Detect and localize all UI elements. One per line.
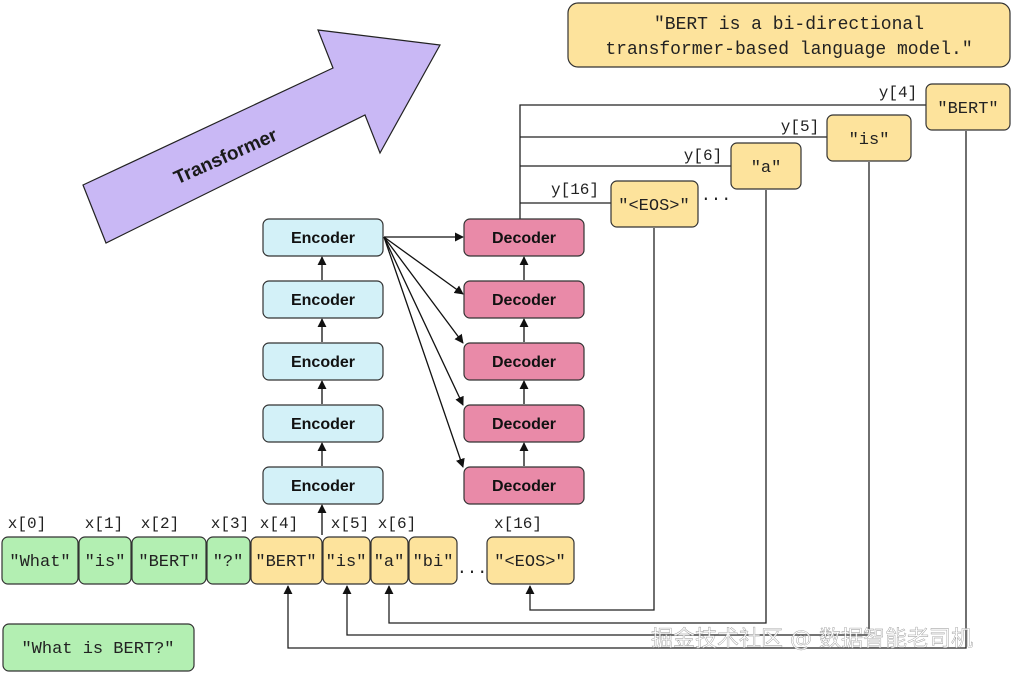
decoder-box-2: Decoder [463, 404, 585, 443]
decoder-label: Decoder [492, 230, 556, 247]
decoder-box-1: Decoder [463, 466, 585, 505]
encoder-stack: Encoder Encoder Encoder Encoder Encoder [262, 218, 384, 505]
input-index-label: x[6] [378, 515, 416, 533]
output-index-label: y[16] [551, 181, 599, 199]
input-token: "What" [9, 553, 70, 572]
output-token: "<EOS>" [618, 197, 689, 216]
input-token: "is" [85, 553, 126, 572]
feedback-lines [283, 104, 967, 649]
watermark: 掘金技术社区 @ 数据智能老司机 [651, 627, 973, 652]
encoder-box-4: Encoder [262, 280, 384, 319]
decoder-box-5: Decoder [463, 218, 585, 257]
decoder-label: Decoder [492, 416, 556, 433]
input-index-label: x[0] [8, 515, 46, 533]
answer-box: "BERT is a bi-directional transformer-ba… [567, 2, 1011, 68]
answer-line-2: transformer-based language model." [605, 40, 972, 60]
input-token: "?" [213, 553, 244, 572]
encoder-label: Encoder [291, 416, 355, 433]
encoder-box-5: Encoder [262, 218, 384, 257]
input-token: "BERT" [255, 553, 316, 572]
input-tokens: "What" "is" "BERT" "?" "BERT" "is" "a" "… [1, 536, 575, 585]
encoder-label: Encoder [291, 292, 355, 309]
encoder-label: Encoder [291, 478, 355, 495]
encoder-box-2: Encoder [262, 404, 384, 443]
decoder-box-4: Decoder [463, 280, 585, 319]
input-ellipsis: ... [457, 560, 488, 579]
input-token: "a" [374, 553, 405, 572]
input-token: "BERT" [138, 553, 199, 572]
input-token: "<EOS>" [494, 553, 565, 572]
output-tokens: y[4] "BERT" y[5] "is" y[6] "a" y[16] "<E… [551, 83, 1011, 228]
question-text: "What is BERT?" [21, 640, 174, 659]
input-index-label: x[16] [494, 515, 542, 533]
input-index-label: x[2] [141, 515, 179, 533]
decoder-label: Decoder [492, 478, 556, 495]
output-token: "a" [751, 159, 782, 178]
decoder-stack: Decoder Decoder Decoder Decoder Decoder [463, 218, 585, 505]
answer-line-1: "BERT is a bi-directional [654, 15, 924, 35]
output-token: "BERT" [937, 100, 998, 119]
input-token: "bi" [413, 553, 454, 572]
output-index-label: y[4] [879, 84, 917, 102]
question-box: "What is BERT?" [2, 623, 195, 672]
encoder-to-decoder-arrows [383, 232, 465, 468]
encoder-box-1: Encoder [262, 466, 384, 505]
output-token: "is" [849, 131, 890, 150]
encoder-label: Encoder [291, 354, 355, 371]
decoder-label: Decoder [492, 292, 556, 309]
input-index-label: x[4] [260, 515, 298, 533]
encoder-label: Encoder [291, 230, 355, 247]
input-index-label: x[3] [211, 515, 249, 533]
transformer-arrow: Transformer [82, 29, 441, 244]
output-index-label: y[5] [781, 118, 819, 136]
decoder-box-3: Decoder [463, 342, 585, 381]
input-index-label: x[5] [331, 515, 369, 533]
decoder-label: Decoder [492, 354, 556, 371]
output-ellipsis: ... [701, 187, 732, 206]
input-index-labels: x[0] x[1] x[2] x[3] x[4] x[5] x[6] x[16] [8, 515, 542, 533]
input-index-label: x[1] [85, 515, 123, 533]
encoder-box-3: Encoder [262, 342, 384, 381]
input-token: "is" [326, 553, 367, 572]
output-index-label: y[6] [684, 147, 722, 165]
